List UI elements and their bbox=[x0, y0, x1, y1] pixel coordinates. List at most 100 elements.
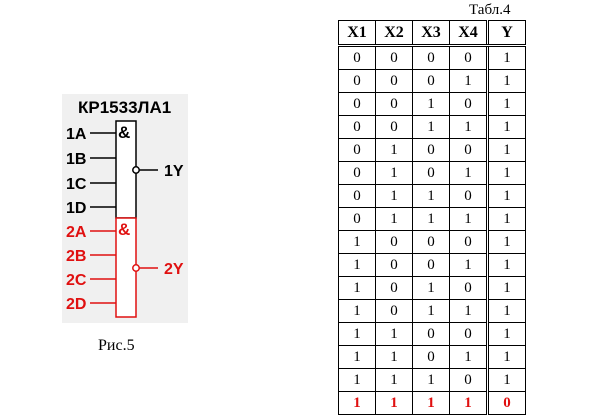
cell-x2: 0 bbox=[375, 253, 413, 277]
cell-x2: 0 bbox=[375, 45, 413, 70]
cell-x1: 1 bbox=[338, 345, 376, 369]
cell-x3: 0 bbox=[412, 45, 450, 70]
cell-y: 1 bbox=[486, 45, 526, 70]
cell-x3: 0 bbox=[412, 230, 450, 254]
gate-1-input-1C: 1C bbox=[66, 176, 87, 193]
gate-2-inversion-bubble bbox=[132, 264, 140, 272]
cell-x1: 0 bbox=[338, 115, 376, 139]
cell-x2: 0 bbox=[375, 115, 413, 139]
cell-x2: 1 bbox=[375, 322, 413, 346]
cell-x2: 0 bbox=[375, 69, 413, 93]
gate-2: & 2A 2B 2C 2D 2Y bbox=[66, 217, 184, 318]
cell-x3: 0 bbox=[412, 161, 450, 185]
chip-diagram: КР1533ЛА1 & 1A 1B 1C 1D 1Y & 2A 2B 2C 2D… bbox=[62, 94, 188, 323]
cell-x1: 0 bbox=[338, 92, 376, 116]
gate-1-output-1Y: 1Y bbox=[164, 163, 184, 180]
cell-x1: 0 bbox=[338, 184, 376, 208]
cell-x4: 1 bbox=[449, 115, 488, 139]
cell-x3: 0 bbox=[412, 69, 450, 93]
cell-y: 1 bbox=[486, 230, 526, 254]
cell-x1: 1 bbox=[338, 322, 376, 346]
cell-x4: 1 bbox=[449, 161, 488, 185]
cell-x2: 0 bbox=[375, 276, 413, 300]
cell-x1: 0 bbox=[338, 138, 376, 162]
cell-x3: 1 bbox=[412, 207, 450, 231]
cell-x1: 1 bbox=[338, 253, 376, 277]
figure-caption: Рис.5 bbox=[98, 337, 135, 354]
cell-x4: 1 bbox=[449, 69, 488, 93]
cell-y: 1 bbox=[486, 299, 526, 323]
cell-x4: 0 bbox=[449, 276, 488, 300]
cell-x2: 1 bbox=[375, 184, 413, 208]
cell-x1: 0 bbox=[338, 45, 376, 70]
gate-2-input-2A: 2A bbox=[66, 224, 87, 241]
cell-x4: 1 bbox=[449, 207, 488, 231]
header-x4: X4 bbox=[449, 20, 488, 47]
cell-x3: 1 bbox=[412, 368, 450, 392]
cell-y: 1 bbox=[486, 115, 526, 139]
cell-x3: 1 bbox=[412, 299, 450, 323]
cell-x3: 1 bbox=[412, 276, 450, 300]
cell-x4: 0 bbox=[449, 45, 488, 70]
gate-1-inversion-bubble bbox=[132, 166, 140, 174]
cell-x2: 1 bbox=[375, 368, 413, 392]
cell-x4: 0 bbox=[449, 322, 488, 346]
cell-x2: 0 bbox=[375, 299, 413, 323]
gate-1: & 1A 1B 1C 1D 1Y bbox=[66, 120, 184, 219]
header-x2: X2 bbox=[375, 20, 413, 47]
cell-x1: 0 bbox=[338, 207, 376, 231]
cell-x3: 1 bbox=[412, 184, 450, 208]
gate-2-input-2C: 2C bbox=[66, 272, 87, 289]
header-y: Y bbox=[486, 20, 526, 47]
cell-x1: 1 bbox=[338, 391, 376, 415]
cell-y: 1 bbox=[486, 253, 526, 277]
gate-2-output-2Y: 2Y bbox=[164, 261, 184, 278]
gate-2-and-symbol: & bbox=[118, 220, 130, 239]
chip-name: КР1533ЛА1 bbox=[78, 98, 171, 117]
cell-x4: 0 bbox=[449, 92, 488, 116]
cell-y: 1 bbox=[486, 368, 526, 392]
table-caption: Табл.4 bbox=[469, 2, 511, 18]
cell-x4: 0 bbox=[449, 138, 488, 162]
cell-x2: 1 bbox=[375, 138, 413, 162]
cell-y: 1 bbox=[486, 138, 526, 162]
gate-1-input-1B: 1B bbox=[66, 151, 86, 168]
cell-y: 1 bbox=[486, 322, 526, 346]
cell-x1: 1 bbox=[338, 276, 376, 300]
cell-x4: 1 bbox=[449, 253, 488, 277]
cell-y: 1 bbox=[486, 207, 526, 231]
cell-y: 1 bbox=[486, 276, 526, 300]
cell-x4: 1 bbox=[449, 345, 488, 369]
gate-1-input-1A: 1A bbox=[66, 126, 87, 143]
cell-x2: 0 bbox=[375, 92, 413, 116]
gate-2-input-2D: 2D bbox=[66, 296, 86, 313]
cell-x3: 0 bbox=[412, 345, 450, 369]
cell-x4: 0 bbox=[449, 230, 488, 254]
cell-x3: 1 bbox=[412, 115, 450, 139]
cell-x3: 0 bbox=[412, 253, 450, 277]
cell-x4: 1 bbox=[449, 391, 488, 415]
cell-x3: 1 bbox=[412, 391, 450, 415]
cell-x3: 0 bbox=[412, 322, 450, 346]
cell-x4: 0 bbox=[449, 184, 488, 208]
gate-2-input-2B: 2B bbox=[66, 248, 86, 265]
cell-x3: 0 bbox=[412, 138, 450, 162]
header-x3: X3 bbox=[412, 20, 450, 47]
cell-y: 1 bbox=[486, 69, 526, 93]
header-x1: X1 bbox=[338, 20, 376, 47]
cell-x2: 1 bbox=[375, 345, 413, 369]
cell-x1: 1 bbox=[338, 368, 376, 392]
